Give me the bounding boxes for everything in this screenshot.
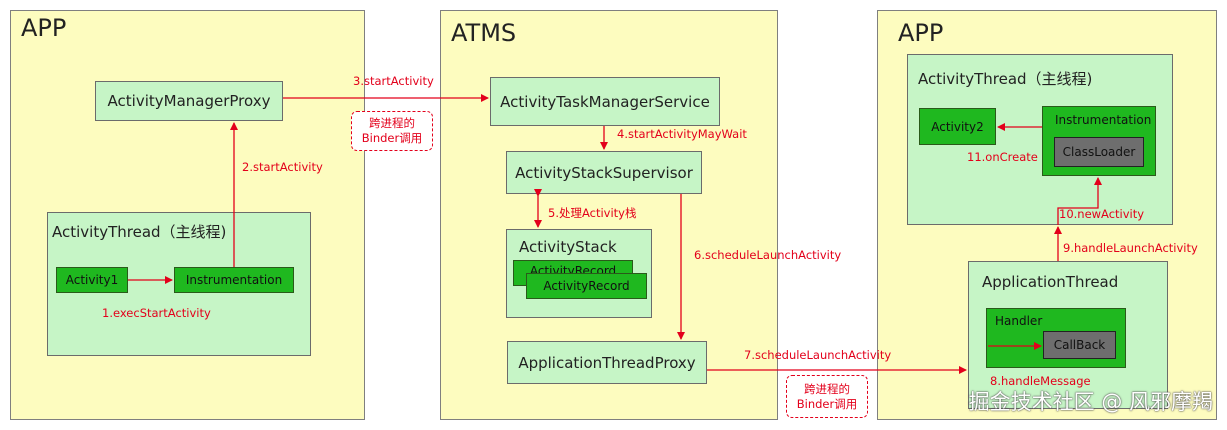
- step10-label: 10.newActivity: [1059, 207, 1145, 221]
- step2-label: 2.startActivity: [242, 160, 323, 174]
- step3-label: 3.startActivity: [353, 74, 434, 88]
- step1-label: 1.execStartActivity: [102, 306, 211, 320]
- activity-manager-proxy-box: ActivityManagerProxy: [95, 81, 283, 121]
- right-instrumentation-label: Instrumentation: [1055, 113, 1152, 127]
- activity-record-front: ActivityRecord: [526, 273, 647, 299]
- activity-stack-title: ActivityStack: [519, 238, 617, 256]
- class-loader-box: ClassLoader: [1054, 137, 1144, 167]
- handler-label: Handler: [995, 314, 1043, 328]
- right-activity-thread-title: ActivityThread（主线程): [918, 70, 1093, 88]
- left-activity-thread-title: ActivityThread（主线程): [52, 223, 227, 241]
- activity2-box: Activity2: [919, 108, 996, 145]
- atms-service-box: ActivityTaskManagerService: [490, 77, 720, 126]
- stack-supervisor-box: ActivityStackSupervisor: [506, 151, 702, 194]
- application-thread-proxy-box: ApplicationThreadProxy: [507, 341, 707, 384]
- step9-label: 9.handleLaunchActivity: [1063, 241, 1198, 255]
- right-app-title: APP: [898, 19, 944, 47]
- binder-note-top-line1: 跨进程的: [369, 116, 415, 130]
- step4-label: 4.startActivityMayWait: [617, 127, 747, 141]
- atms-title: ATMS: [451, 19, 517, 47]
- activity1-box: Activity1: [56, 267, 128, 293]
- watermark-text: 掘金技术社区 @ 风邪摩羯: [968, 390, 1213, 414]
- binder-note-top: 跨进程的 Binder调用: [351, 111, 433, 151]
- step8-label: 8.handleMessage: [990, 374, 1091, 388]
- step11-label: 11.onCreate: [967, 150, 1038, 164]
- left-instrumentation-box: Instrumentation: [174, 267, 294, 293]
- step6-label: 6.scheduleLaunchActivity: [694, 248, 842, 262]
- binder-note-bottom-line1: 跨进程的: [804, 381, 850, 396]
- binder-note-bottom: 跨进程的 Binder调用: [786, 375, 868, 418]
- callback-box: CallBack: [1043, 331, 1116, 359]
- step5-label: 5.处理Activity栈: [548, 206, 637, 220]
- binder-note-bottom-line2: Binder调用: [796, 396, 858, 411]
- application-thread-title: ApplicationThread: [982, 273, 1119, 291]
- binder-note-top-line2: Binder调用: [361, 131, 423, 145]
- arrow-step10: [1057, 177, 1102, 225]
- left-app-title: APP: [21, 14, 67, 42]
- step7-label: 7.scheduleLaunchActivity: [744, 348, 892, 362]
